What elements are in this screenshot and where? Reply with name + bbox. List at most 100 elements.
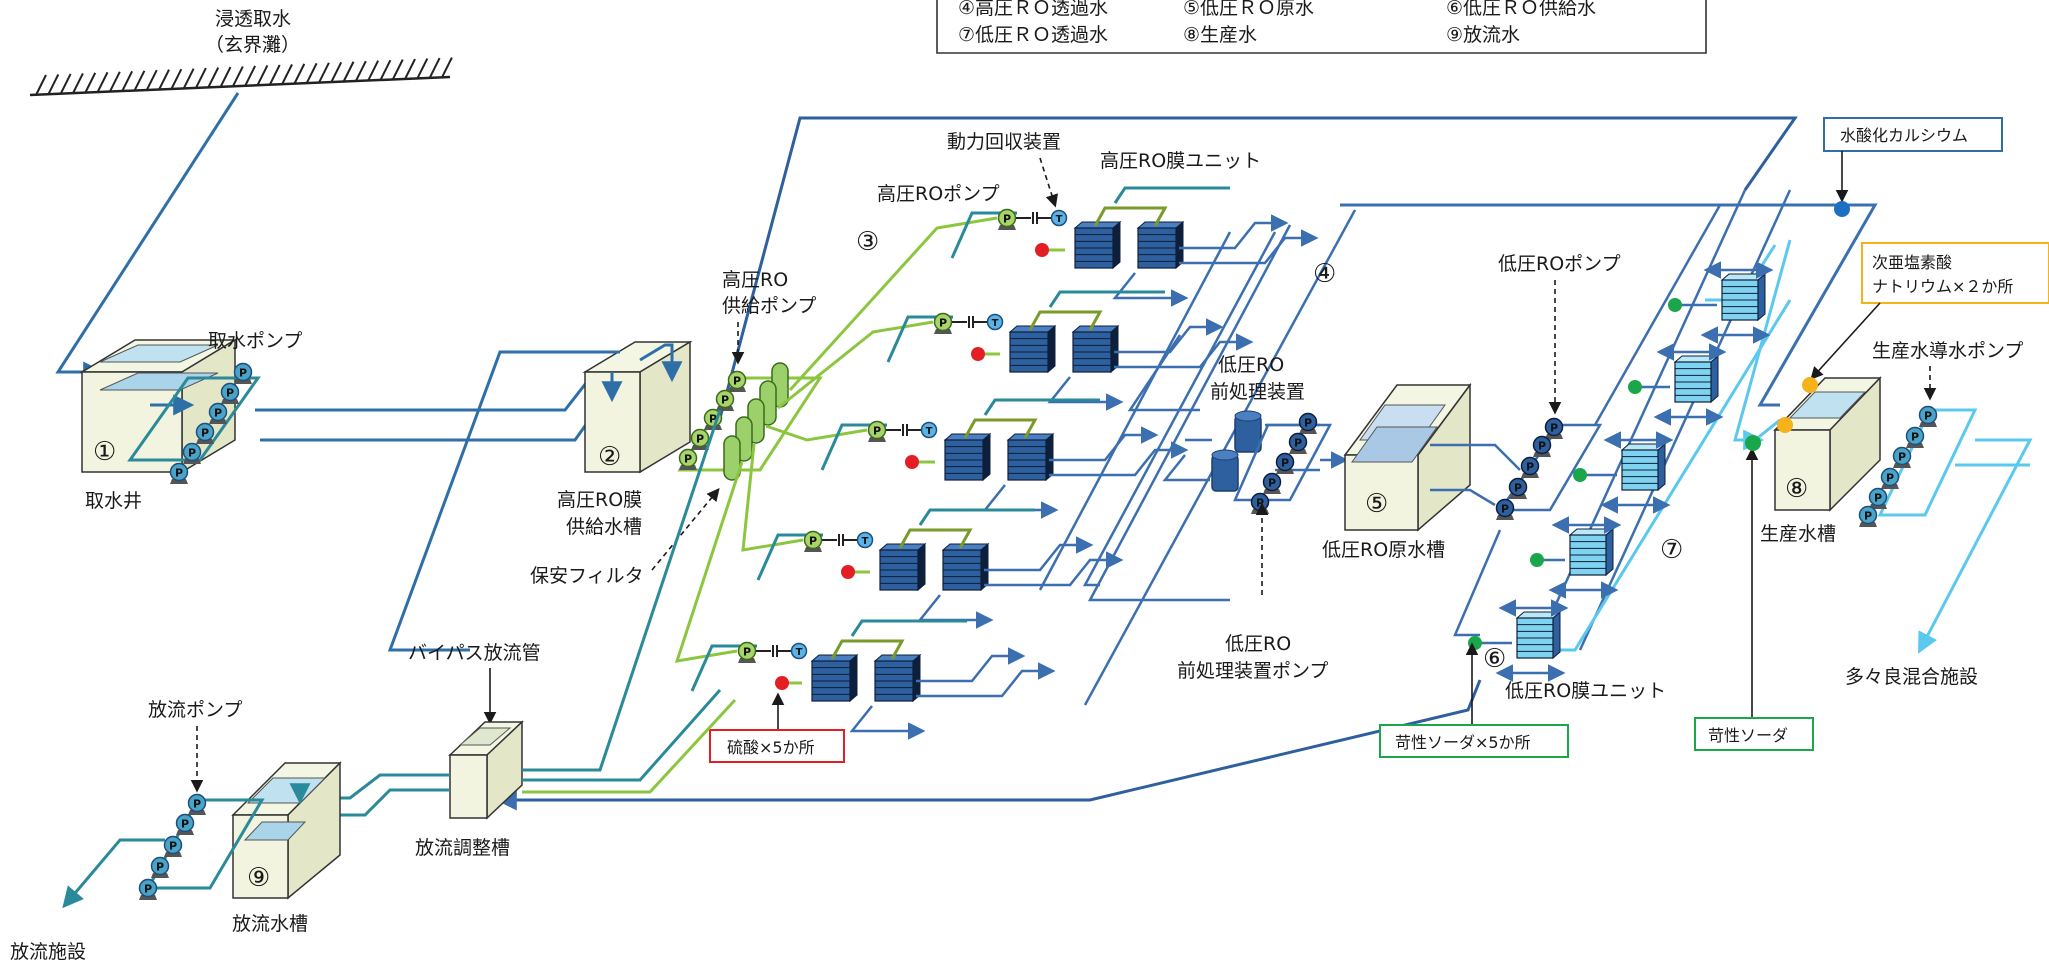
pump-letter: P xyxy=(809,535,817,548)
caustic-soda-dosing-point xyxy=(1468,636,1482,650)
hp-feed-line xyxy=(788,216,998,392)
hp-ro-feed-pump-label-1: 高圧RO xyxy=(722,269,788,291)
lp-ro-pretreat-label-2: 前処理装置 xyxy=(1210,381,1305,403)
pump-icon: P xyxy=(175,813,195,835)
pump-icon: P xyxy=(1262,472,1282,494)
pump-letter: P xyxy=(226,387,234,400)
number-5: ⑤ xyxy=(1365,489,1388,519)
turbine-letter: T xyxy=(926,426,933,437)
pump-icon: P xyxy=(1858,505,1878,527)
pump-letter: P xyxy=(743,646,751,659)
membrane-stack-icon xyxy=(943,432,992,482)
product-pump-label: 生産水導水ポンプ xyxy=(1872,340,2023,362)
pump-icon: P xyxy=(997,208,1017,230)
pump-letter: P xyxy=(1281,457,1289,470)
pump-icon: P xyxy=(1905,426,1925,448)
coupling-shaft xyxy=(756,645,792,657)
membrane-stack-icon xyxy=(1620,442,1667,492)
lp-ro-train xyxy=(1530,516,1622,599)
hp-feed-line xyxy=(674,461,744,663)
coupling-shaft xyxy=(952,316,988,328)
pump-letter: P xyxy=(214,407,222,420)
pump-letter: P xyxy=(181,818,189,831)
membrane-stack-icon xyxy=(1673,354,1720,404)
legend: ④高圧ＲＯ透過水 ⑤低圧ＲＯ原水 ⑥低圧ＲＯ供給水 ⑦低圧ＲＯ透過水 ⑧生産水 … xyxy=(936,0,1707,54)
discharge-water-tank: ⑨ 放流水槽 xyxy=(231,761,342,935)
pump-letter: P xyxy=(1526,461,1534,474)
pump-letter: P xyxy=(721,394,729,407)
pump-icon: P xyxy=(1298,412,1318,434)
hp-permeate-collector xyxy=(1038,209,1357,706)
pump-icon: P xyxy=(727,370,747,392)
product-tank-label: 生産水槽 xyxy=(1760,523,1836,545)
number-3: ③ xyxy=(856,227,879,257)
pump-icon: P xyxy=(1288,432,1308,454)
pump-icon: P xyxy=(933,312,953,334)
product-water-tank: ⑧ 生産水槽 xyxy=(1760,376,1882,545)
caustic-soda-injection: 苛性ソーダ xyxy=(1694,447,1814,751)
coupling-shaft xyxy=(822,534,858,546)
pump-icon: P xyxy=(690,428,710,450)
hp-ro-feed-tank-label-1: 高圧RO膜 xyxy=(557,489,642,511)
pump-letter: P xyxy=(1268,477,1276,490)
membrane-stack-icon xyxy=(1515,610,1562,660)
membrane-stack-icon xyxy=(1008,324,1057,374)
pump-icon: P xyxy=(678,448,698,470)
legend-item: ⑦低圧ＲＯ透過水 xyxy=(958,24,1108,46)
membrane-stack-icon xyxy=(1073,220,1122,270)
lp-ro-pretreat-label-1: 低圧RO xyxy=(1218,354,1284,376)
pump-letter: P xyxy=(696,433,704,446)
sulfuric-acid-dosing-point xyxy=(971,347,985,361)
hypochlorite-label-1: 次亜塩素酸 xyxy=(1872,253,1952,272)
caustic-soda-dosing-point xyxy=(1573,468,1587,482)
pump-letter: P xyxy=(188,447,196,460)
pump-icon: P xyxy=(150,856,170,878)
lp-ro-unit-label: 低圧RO膜ユニット xyxy=(1505,680,1666,702)
pump-letter: P xyxy=(1501,503,1509,516)
legend-item: ⑤低圧ＲＯ原水 xyxy=(1183,0,1314,19)
hp-feed-line xyxy=(765,424,868,442)
pump-icon: P xyxy=(208,402,228,424)
hypochlorite-injection: 次亜塩素酸 ナトリウム×２か所 xyxy=(1810,242,2049,380)
lp-ro-train xyxy=(1668,261,1774,344)
lp-ro-train xyxy=(1468,599,1569,682)
pump-icon: P xyxy=(182,442,202,464)
sulfuric-acid-injection: 硫酸×5か所 xyxy=(709,692,845,763)
pump-icon: P xyxy=(169,462,189,484)
legend-item: ④高圧ＲＯ透過水 xyxy=(958,0,1108,19)
hp-ro-feed-tank-label-2: 供給水槽 xyxy=(566,516,642,538)
pump-letter: P xyxy=(1550,422,1558,435)
hp-ro-pump-label: 高圧ROポンプ xyxy=(877,183,1000,205)
bypass-pipe-label: バイパス放流管 xyxy=(408,642,541,664)
pump-icon: P xyxy=(1520,456,1540,478)
pump-icon: P xyxy=(1250,492,1270,514)
hypochlorite-dosing-point-1 xyxy=(1802,377,1818,393)
pump-icon: P xyxy=(737,641,757,663)
legend-item: ⑥低圧ＲＯ供給水 xyxy=(1446,0,1596,19)
pump-icon: P xyxy=(1275,452,1295,474)
pump-letter: P xyxy=(733,375,741,388)
number-1: ① xyxy=(93,437,116,467)
pump-letter: P xyxy=(1256,497,1264,510)
pump-letter: P xyxy=(1911,431,1919,444)
number-4: ④ xyxy=(1313,259,1336,289)
pump-icon: P xyxy=(1508,477,1528,499)
pump-icon: P xyxy=(1892,446,1912,468)
hp-feed-line xyxy=(777,320,934,410)
caustic-soda-dosing-point xyxy=(1530,553,1544,567)
pump-letter: P xyxy=(169,840,177,853)
mixing-facility-label: 多々良混合施設 xyxy=(1845,666,1978,688)
membrane-stack-icon xyxy=(1136,220,1185,270)
membrane-stack-icon xyxy=(941,542,990,592)
calcium-dosing-point xyxy=(1834,201,1850,217)
lp-ro-pump-label: 低圧ROポンプ xyxy=(1498,253,1621,275)
number-6: ⑥ xyxy=(1483,644,1506,674)
pump-letter: P xyxy=(684,453,692,466)
turbine-letter: T xyxy=(796,647,803,658)
membrane-stack-icon xyxy=(810,653,859,703)
pump-icon: P xyxy=(220,382,240,404)
lp-ro-raw-tank-label: 低圧RO原水槽 xyxy=(1322,539,1445,561)
